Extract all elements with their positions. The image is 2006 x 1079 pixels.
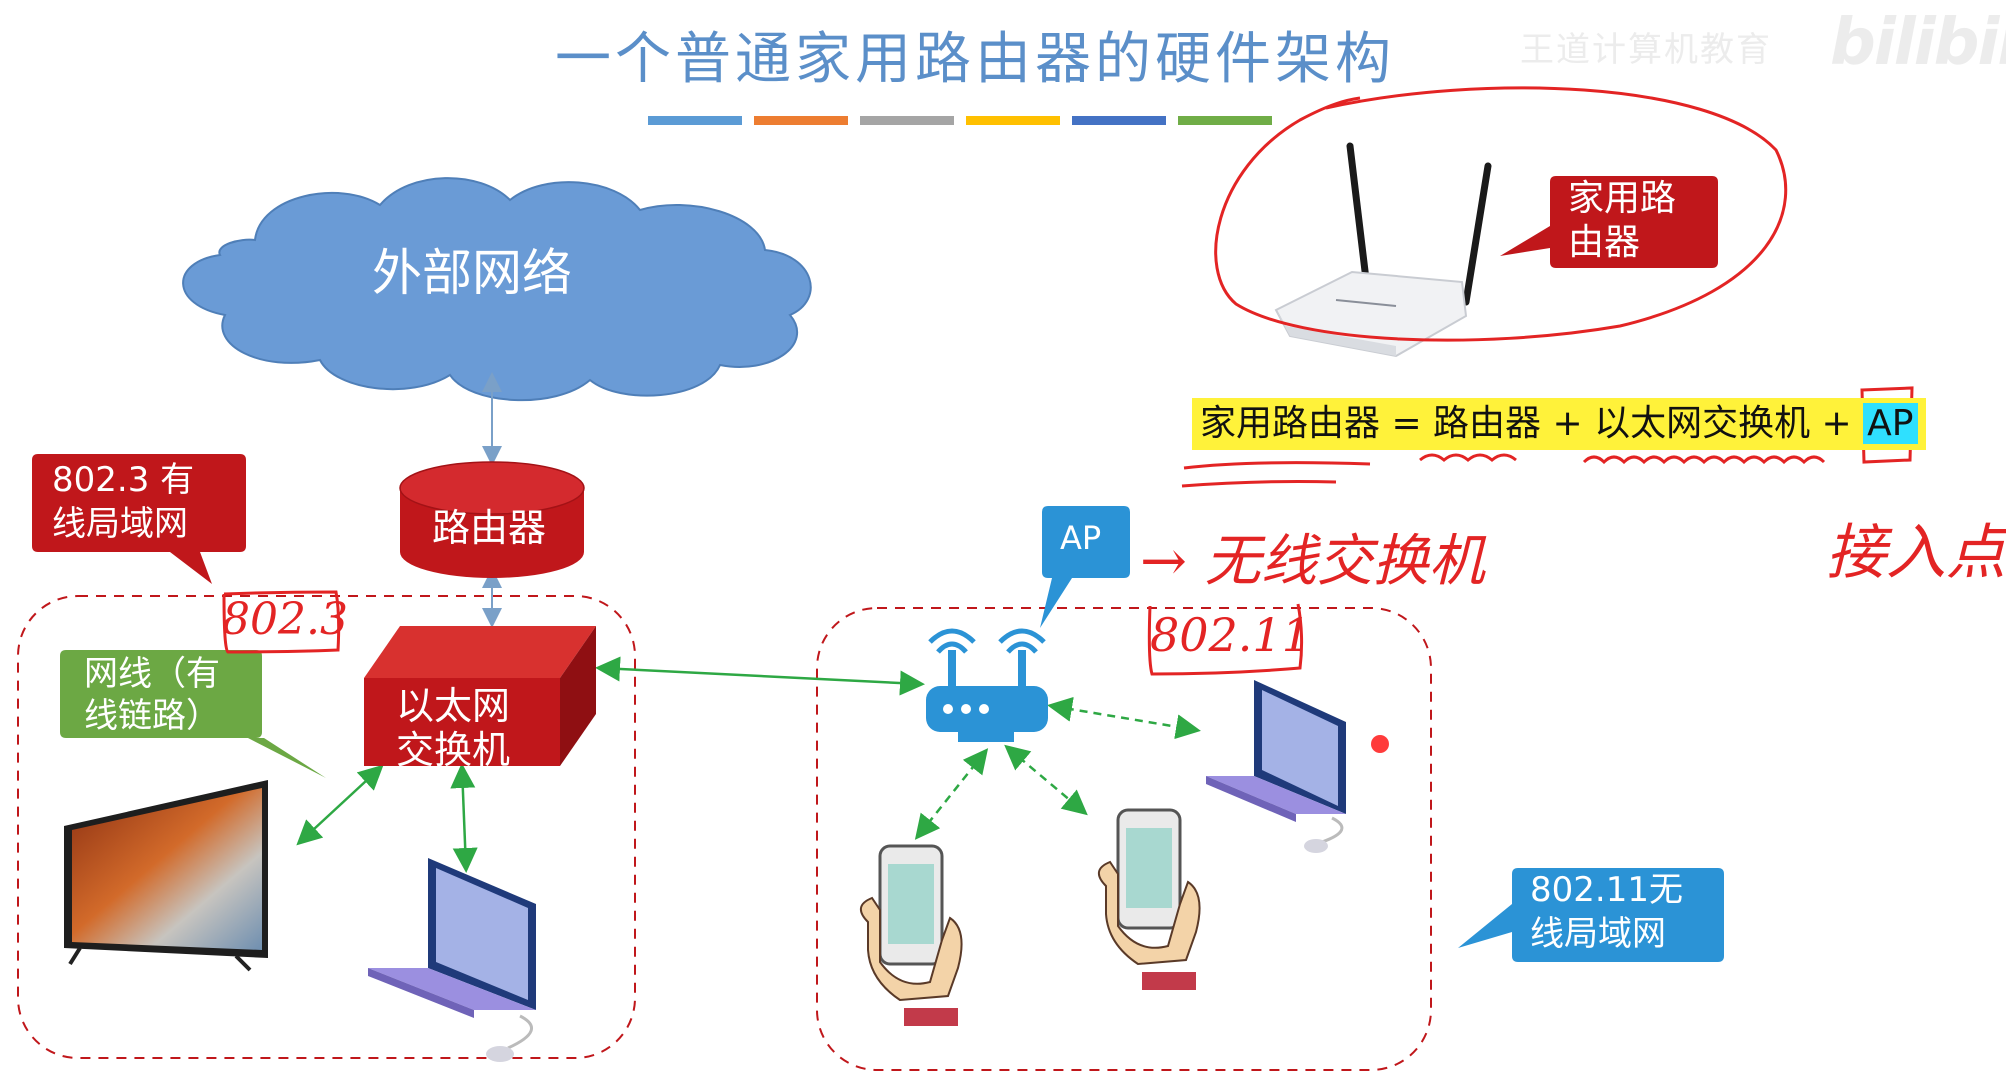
cloud-shape: [182, 177, 812, 402]
handwritten-access-point: 接入点: [1826, 518, 2006, 588]
phone-icon-2: [1098, 808, 1201, 990]
switch-label-line1: 以太网: [396, 684, 511, 728]
home-router-callout-line2: 由器: [1568, 222, 1641, 263]
page-title: 一个普通家用路由器的硬件架构: [555, 27, 1395, 92]
home-router-formula: 家用路由器 = 路由器 + 以太网交换机 + AP: [1192, 398, 1926, 450]
handwritten-80211: 802.11: [1150, 608, 1311, 662]
switch-tv-link: [296, 764, 384, 846]
formula-text: 家用路由器 = 路由器 + 以太网交换机 +: [1200, 403, 1864, 444]
router-node: [399, 461, 585, 578]
bilibili-logo: bilibili: [1830, 6, 2006, 80]
home-router-callout-line1: 家用路: [1568, 178, 1677, 219]
cursor-dot-icon: [1371, 735, 1389, 753]
cable-callout-line1: 网线（有: [84, 654, 220, 694]
cloud-label: 外部网络: [372, 244, 572, 302]
color-bar-1: [754, 116, 848, 125]
wired-lan-callout-line2: 线局域网: [52, 504, 188, 544]
title-color-bars: [648, 116, 1272, 125]
wireless-lan-area: [816, 607, 1432, 1071]
ap-phone2-wireless-link: [1004, 744, 1088, 816]
color-bar-0: [648, 116, 742, 125]
tv-icon: [64, 780, 268, 972]
wired-laptop-icon: [368, 858, 536, 1062]
wireless-laptop-icon: [1206, 680, 1346, 853]
ap-laptop-wireless-link: [1047, 696, 1201, 740]
wireless-lan-callout: [1458, 868, 1724, 962]
home-router-photo-icon: [1274, 142, 1492, 358]
router-label: 路由器: [432, 506, 547, 550]
handwritten-8023: 802.3: [222, 594, 348, 645]
ap-phone1-wireless-link: [914, 748, 989, 840]
wireless-lan-callout-line2: 线局域网: [1530, 914, 1666, 954]
color-bar-2: [860, 116, 954, 125]
ink-annotations: [222, 86, 1914, 676]
wired-lan-area: [17, 595, 636, 1059]
color-bar-3: [966, 116, 1060, 125]
ap-callout: [1040, 506, 1130, 628]
switch-node: [364, 626, 596, 766]
color-bar-5: [1178, 116, 1272, 125]
wired-lan-callout: [32, 454, 246, 584]
ap-callout-label: AP: [1060, 519, 1102, 557]
watermark-text: 王道计算机教育: [1520, 30, 1772, 70]
formula-ap: AP: [1863, 403, 1918, 444]
cable-callout-line2: 线链路）: [84, 696, 220, 736]
switch-ap-link: [595, 656, 925, 696]
ap-device-icon: [926, 628, 1048, 742]
handwritten-wireless-switch: → 无线交换机: [1140, 529, 1485, 594]
home-router-callout: [1500, 176, 1718, 268]
color-bar-4: [1072, 116, 1166, 125]
cable-callout: [60, 650, 326, 778]
switch-label-line2: 交换机: [396, 728, 511, 772]
switch-laptop-link: [450, 763, 478, 873]
phone-icon-1: [860, 844, 963, 1026]
wired-lan-callout-line1: 802.3 有: [52, 460, 195, 500]
wireless-lan-callout-line1: 802.11无: [1530, 870, 1683, 910]
